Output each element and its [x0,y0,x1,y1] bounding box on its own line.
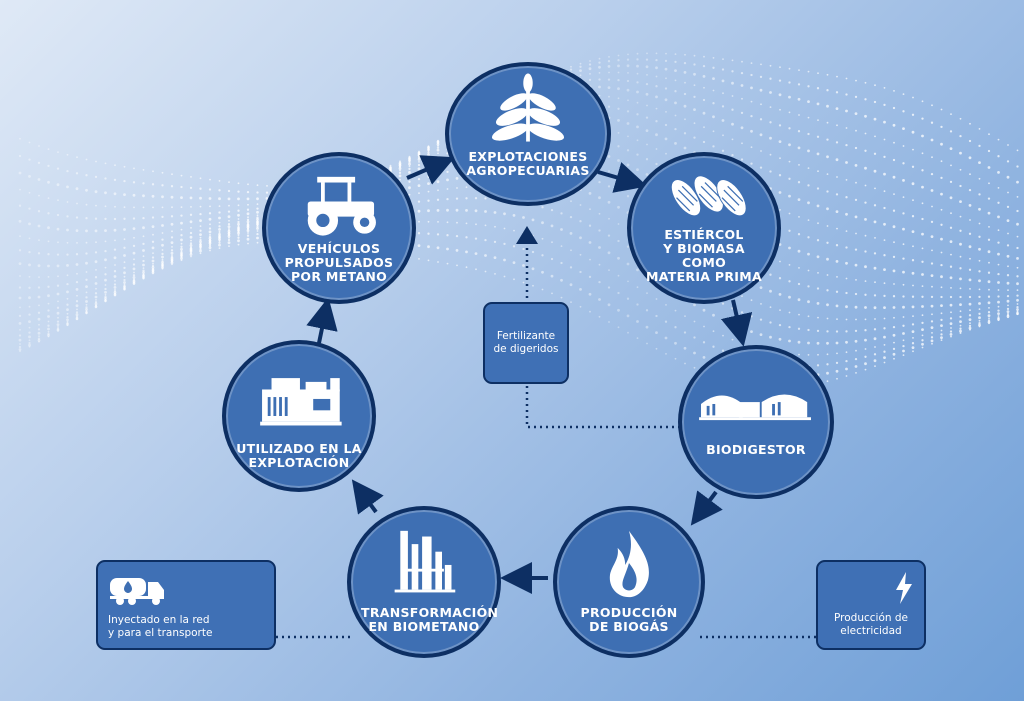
fertilizer-arrowhead [516,226,538,244]
lightning-icon [896,572,912,604]
flame-icon [609,530,649,598]
tanker-truck-icon [110,578,164,605]
node-biodigestor: BIODIGESTOR [678,345,834,499]
box-fertilizante-digeridos: Fertilizante de digeridos [483,302,569,384]
box-label: Producción de electricidad [834,612,908,637]
node-label: BIODIGESTOR [706,442,806,457]
corn-icon [670,175,747,217]
generator-icon [260,378,342,426]
box-label: Fertilizante de digeridos [493,330,559,355]
node-explotaciones-agropecuarias: EXPLOTACIONES AGROPECUARIAS [445,62,611,206]
node-utilizado-explotacion: UTILIZADO EN LA EXPLOTACIÓN [222,340,376,492]
arrow-biodigestor-to-biogas [690,490,723,526]
arrow-vehiculos-to-explotaciones [406,155,456,185]
arrow-utilizado-to-vehiculos [306,297,338,344]
node-label: UTILIZADO EN LA EXPLOTACIÓN [236,441,362,470]
arrow-biometano-to-utilizado [351,479,384,515]
node-transformacion-biometano: TRANSFORMACIÓN EN BIOMETANO [347,506,501,658]
box-label: Inyectado en la red y para el transporte [108,614,213,639]
arrow-explotaciones-to-estiercol [597,162,648,193]
box-produccion-electricidad: Producción de electricidad [816,560,926,650]
node-label: PRODUCCIÓN DE BIOGÁS [580,605,678,634]
tractor-icon [307,176,376,236]
box-inyectado-red: Inyectado en la red y para el transporte [96,560,276,650]
node-label: TRANSFORMACIÓN EN BIOMETANO [361,605,499,634]
node-label: VEHÍCULOS PROPULSADOS POR METANO [284,241,394,284]
node-produccion-biogas: PRODUCCIÓN DE BIOGÁS [553,506,705,658]
node-label: EXPLOTACIONES AGROPECUARIAS [466,149,590,178]
node-label: ESTIÉRCOL Y BIOMASA COMO MATERIA PRIMA [646,227,762,284]
refinery-icon [394,530,456,593]
node-estiercol-biomasa: ESTIÉRCOL Y BIOMASA COMO MATERIA PRIMA [627,152,781,304]
plant-icon [491,73,565,142]
node-vehiculos-metano: VEHÍCULOS PROPULSADOS POR METANO [262,152,416,304]
digester-icon [699,394,811,421]
arrow-estiercol-to-biodigestor [720,299,753,347]
